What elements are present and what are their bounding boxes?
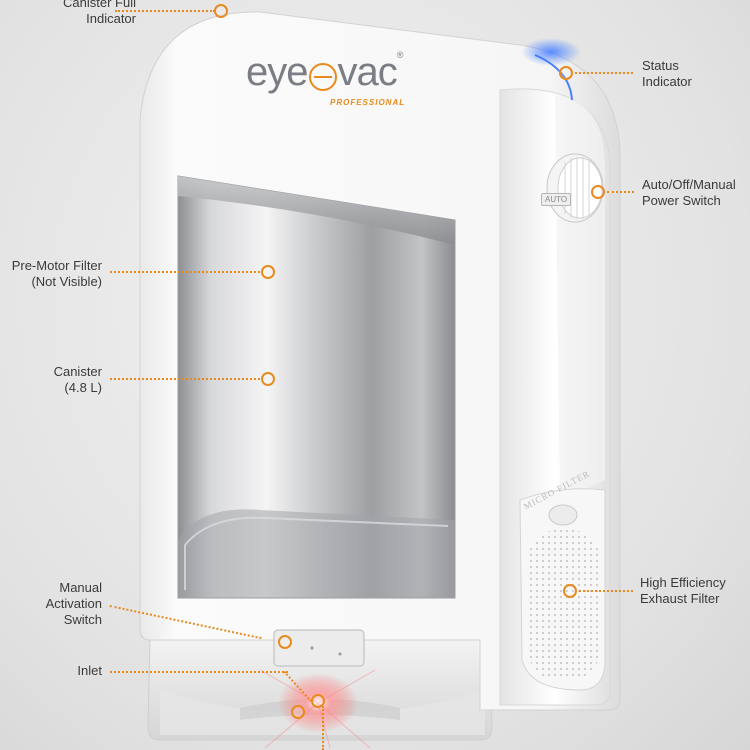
callout-manual-activation-switch: Manual Activation Switch [45,580,102,627]
power-switch-marker [591,185,605,199]
status-indicator-marker [559,66,573,80]
callout-line-power-switch [607,191,634,193]
logo-eye: eye [246,50,308,94]
callout-canister-full-indicator: Canister Full Indicator [63,0,136,26]
canister-marker [261,372,275,386]
logo-vac: vac [337,50,398,94]
logo-heartbeat-icon [308,62,337,91]
manual-switch-marker [278,635,292,649]
callout-line-exhaust [579,590,633,592]
callout-power-switch: Auto/Off/Manual Power Switch [642,177,736,208]
pre-motor-filter-marker [261,265,275,279]
logo-subtitle: PROFESSIONAL [330,98,406,107]
callout-pre-motor-filter: Pre-Motor Filter (Not Visible) [11,258,102,289]
callout-inlet: Inlet [77,663,102,678]
callout-line-canister-full [115,10,215,12]
callout-line-status [575,72,633,74]
inlet-marker-secondary [291,705,305,719]
callout-line-inlet-down [322,706,324,750]
callout-line-pre-motor [110,271,260,273]
callout-canister: Canister (4.8 L) [53,364,102,395]
callout-line-canister [110,378,260,380]
canister-full-marker [214,4,228,18]
logo-registered: ® [396,50,404,60]
power-switch-label: AUTO [541,193,572,206]
callout-status-indicator: Status Indicator [642,58,692,89]
callout-exhaust-filter: High Efficiency Exhaust Filter [640,575,726,606]
inlet-marker [311,694,325,708]
exhaust-filter-marker [563,584,577,598]
callout-line-inlet [110,671,288,673]
